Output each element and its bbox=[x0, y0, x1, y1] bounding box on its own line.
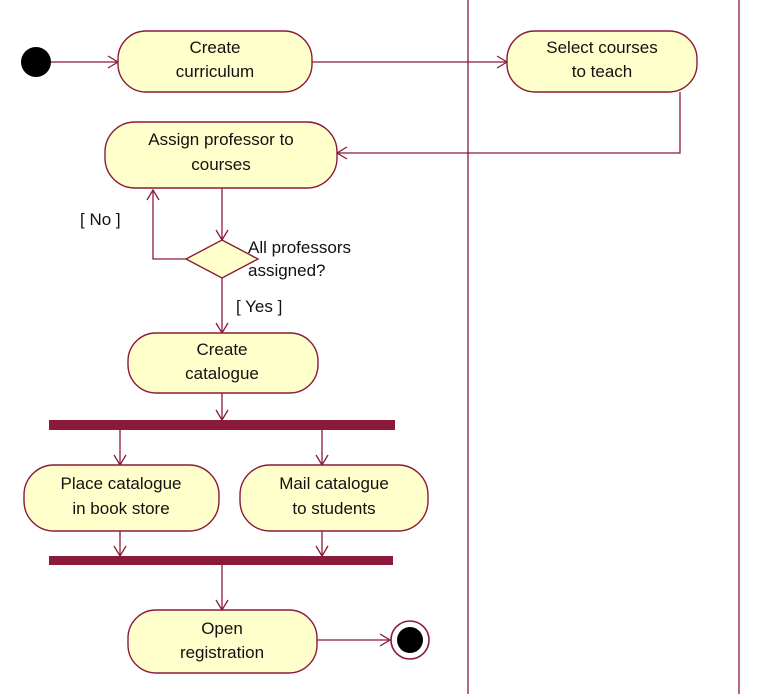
initial-node bbox=[21, 47, 51, 77]
activity-assign-professor-line2: courses bbox=[191, 155, 251, 174]
final-node bbox=[390, 620, 430, 660]
activity-select-courses: Select courses to teach bbox=[506, 30, 698, 93]
activity-open-registration-line2: registration bbox=[180, 643, 264, 662]
activity-create-curriculum-line2: curriculum bbox=[176, 62, 254, 81]
fork-bar bbox=[49, 420, 395, 430]
activity-open-registration-line1: Open bbox=[201, 619, 243, 638]
activity-select-courses-line2: to teach bbox=[572, 62, 633, 81]
activity-create-catalogue-line1: Create bbox=[196, 340, 247, 359]
activity-place-catalogue-line2: in book store bbox=[72, 499, 169, 518]
guard-yes-label: [ Yes ] bbox=[236, 297, 282, 316]
activity-create-curriculum-line1: Create bbox=[189, 38, 240, 57]
guard-no-label: [ No ] bbox=[80, 210, 121, 229]
decision-question-line2: assigned? bbox=[248, 261, 326, 280]
activity-mail-catalogue: Mail catalogue to students bbox=[239, 464, 429, 532]
activity-select-courses-line1: Select courses bbox=[546, 38, 658, 57]
flow-lines bbox=[51, 55, 681, 647]
activity-open-registration: Open registration bbox=[127, 609, 318, 674]
activity-mail-catalogue-line1: Mail catalogue bbox=[279, 474, 389, 493]
activity-create-catalogue-line2: catalogue bbox=[185, 364, 259, 383]
activity-assign-professor: Assign professor to courses bbox=[104, 121, 338, 189]
activity-create-curriculum: Create curriculum bbox=[117, 30, 313, 93]
activity-place-catalogue: Place catalogue in book store bbox=[23, 464, 220, 532]
decision-node bbox=[184, 239, 260, 279]
activity-assign-professor-line1: Assign professor to bbox=[148, 130, 294, 149]
activity-create-catalogue: Create catalogue bbox=[127, 332, 319, 394]
join-bar bbox=[49, 556, 393, 565]
activity-place-catalogue-line1: Place catalogue bbox=[61, 474, 182, 493]
activity-mail-catalogue-line2: to students bbox=[292, 499, 375, 518]
decision-question-line1: All professors bbox=[248, 238, 351, 257]
